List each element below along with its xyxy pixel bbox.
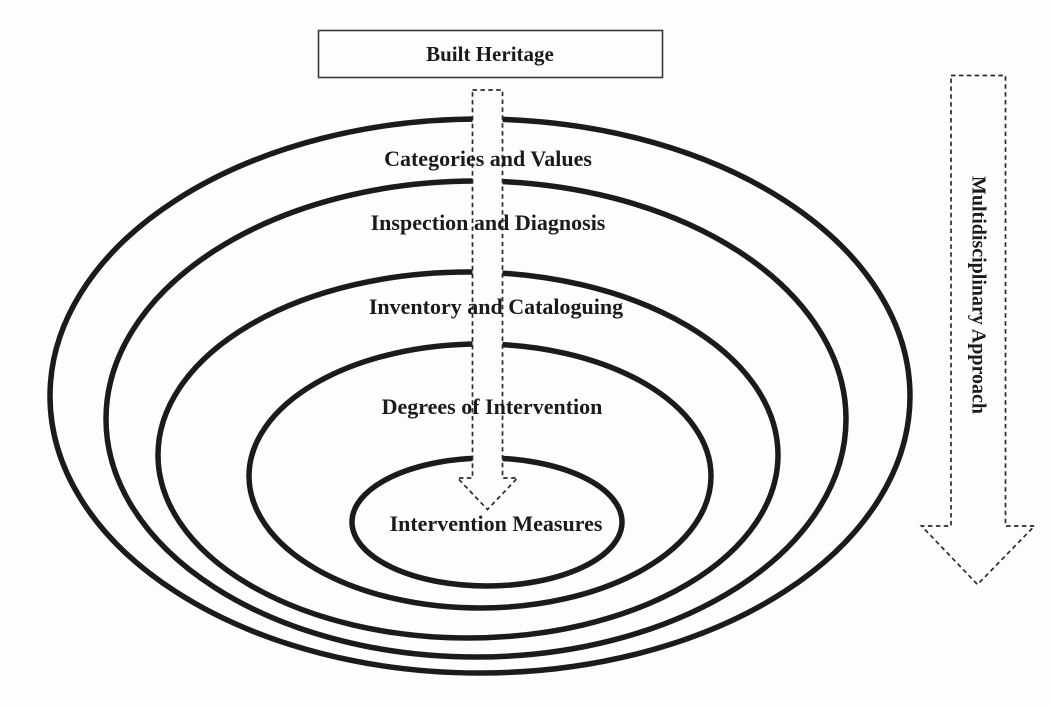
multidisciplinary-approach-label: Multidisciplinary Approach: [968, 176, 990, 414]
ring-label-inspection: Inspection and Diagnosis: [371, 210, 606, 235]
ring-label-degrees: Degrees of Intervention: [382, 394, 603, 419]
ring-ellipse-inventory: [155, 269, 781, 641]
built-heritage-box: [317, 29, 664, 79]
ring-label-inventory: Inventory and Cataloguing: [369, 294, 623, 319]
ring-label-categories: Categories and Values: [384, 146, 592, 171]
center-down-arrow-icon: [455, 89, 520, 511]
ring-labels: Categories and Values Inspection and Dia…: [369, 146, 623, 536]
built-heritage-label: Built Heritage: [426, 42, 554, 66]
ring-label-intervention: Intervention Measures: [390, 511, 603, 536]
side-down-arrow-icon: [919, 74, 1037, 586]
